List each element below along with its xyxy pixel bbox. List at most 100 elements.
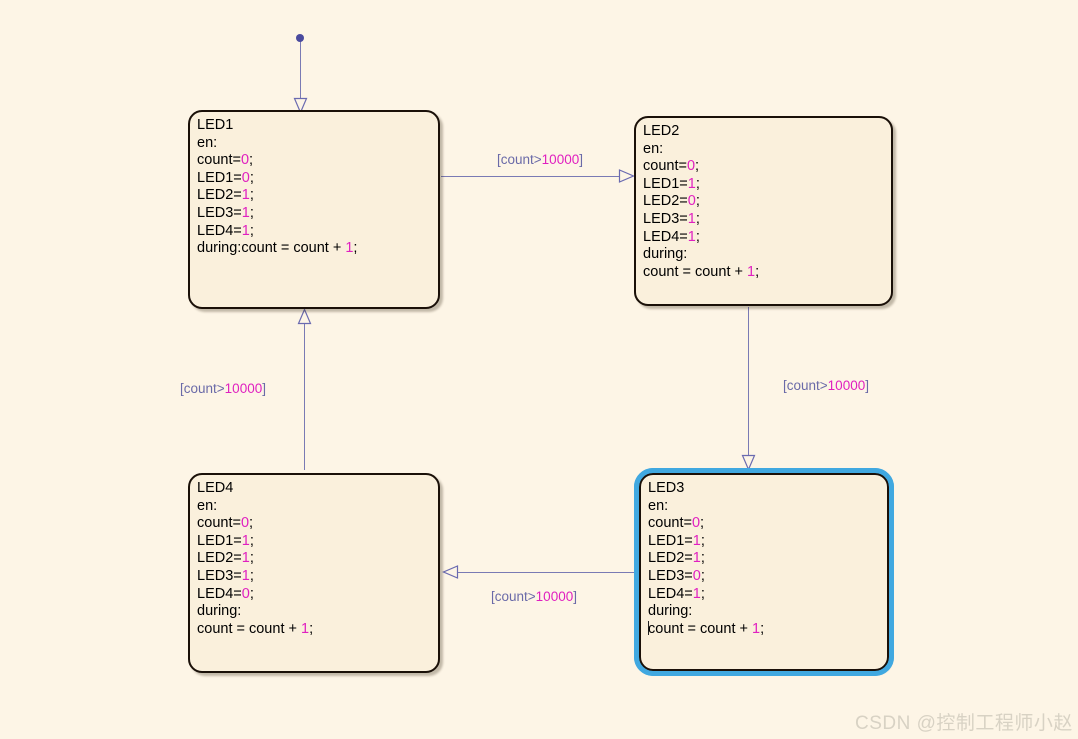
state-line-tail: ; (249, 187, 254, 204)
default-transition-junction[interactable] (296, 34, 304, 42)
state-line-text: LED1= (197, 169, 242, 186)
state-line: during:count = count + 1; (197, 240, 433, 258)
state-line: LED3=1; (197, 205, 433, 223)
state-line-tail: ; (695, 228, 700, 245)
state-line-text: en: (197, 134, 218, 151)
transition-led3-to-led4-line[interactable] (456, 572, 634, 573)
transition-led4-to-led1-arrowhead (297, 307, 312, 325)
state-line-text: en: (197, 497, 218, 514)
state-line-text: en: (643, 140, 664, 157)
state-line-text: LED1= (197, 532, 242, 549)
state-line-value: 1 (687, 228, 696, 245)
state-line: LED4=1; (197, 223, 433, 241)
state-line-value: 0 (241, 585, 250, 602)
state-line-value: 1 (241, 532, 250, 549)
transition-label-suffix: ] (865, 378, 869, 393)
state-line: en: (648, 498, 882, 516)
state-line-tail: ; (309, 620, 314, 637)
state-line-tail: ; (249, 567, 254, 584)
state-line: count=0; (643, 158, 886, 176)
state-line-tail: ; (249, 515, 254, 532)
state-line-tail: ; (249, 169, 254, 186)
state-line-tail: ; (249, 532, 254, 549)
state-line: during: (643, 246, 886, 264)
transition-label-value: 10000 (224, 381, 263, 396)
state-line: count = count + 1; (648, 620, 882, 639)
state-line-value: 1 (692, 532, 701, 549)
transition-label-suffix: ] (573, 589, 577, 604)
state-line-text: count= (197, 152, 241, 169)
state-line-text: count= (643, 158, 687, 175)
state-line-value: 1 (687, 210, 696, 227)
transition-led2-to-led3-arrowhead (741, 454, 756, 472)
state-line-value: 1 (687, 175, 696, 192)
state-line-text: LED2= (197, 187, 242, 204)
state-line-text: LED4= (648, 585, 693, 602)
state-line-tail: ; (249, 585, 254, 602)
default-transition-line[interactable] (300, 40, 301, 102)
state-line-value: 1 (747, 263, 756, 280)
state-line-text: during: (197, 603, 242, 620)
state-line-value: 0 (240, 152, 250, 169)
state-line-value: 1 (752, 620, 761, 637)
state-line: LED4 (197, 480, 433, 498)
state-line-value: 1 (692, 585, 701, 602)
transition-label-led2-to-led3[interactable]: [count>10000] (783, 378, 869, 393)
state-line-text: LED3= (648, 567, 693, 584)
state-line-tail: ; (249, 222, 254, 239)
state-line-tail: ; (249, 204, 254, 221)
state-line-value: 0 (687, 193, 696, 210)
transition-led2-to-led3-line[interactable] (748, 307, 749, 457)
state-line-text: LED3= (197, 204, 242, 221)
state-line-text: LED4 (197, 480, 234, 496)
state-line: LED2=0; (643, 193, 886, 211)
state-line-text: LED2= (197, 550, 242, 567)
state-line-tail: ; (353, 240, 358, 257)
state-line: LED2 (643, 123, 886, 141)
state-line-value: 1 (241, 567, 250, 584)
transition-label-prefix: [count> (491, 589, 536, 604)
state-line: LED2=1; (197, 187, 433, 205)
state-line-tail: ; (695, 158, 700, 175)
state-line-value: 0 (692, 567, 701, 584)
default-transition-arrowhead (293, 97, 308, 115)
state-line: LED3 (648, 480, 882, 498)
state-line: count = count + 1; (643, 264, 886, 282)
state-line-value: 1 (692, 550, 701, 567)
state-line-text: during: (643, 246, 688, 263)
state-line-tail: ; (700, 550, 705, 567)
state-line: LED2=1; (197, 550, 433, 568)
transition-label-led4-to-led1[interactable]: [count>10000] (180, 381, 266, 396)
transition-label-prefix: [count> (180, 381, 225, 396)
csdn-watermark: CSDN @控制工程师小赵 (855, 713, 1073, 734)
state-line-text: count = count + (643, 263, 747, 280)
transition-label-led1-to-led2[interactable]: [count>10000] (497, 152, 583, 167)
state-line: LED4=1; (648, 586, 882, 604)
state-line-tail: ; (695, 210, 700, 227)
state-line: LED3=1; (643, 211, 886, 229)
state-line-value: 0 (241, 169, 250, 186)
state-line-text: count = count + (648, 620, 752, 637)
transition-led1-to-led2-line[interactable] (441, 176, 621, 177)
state-line: count = count + 1; (197, 621, 433, 639)
state-line-text: LED1= (643, 175, 688, 192)
state-line: LED1=0; (197, 170, 433, 188)
state-line-value: 0 (240, 515, 250, 532)
state-line: LED3=0; (648, 568, 882, 586)
state-line-text: LED2 (643, 123, 680, 139)
state-line-text: LED3 (648, 480, 685, 496)
state-line: during: (197, 603, 433, 621)
state-line-value: 0 (691, 515, 701, 532)
transition-led4-to-led1-line[interactable] (304, 322, 305, 470)
state-line: en: (197, 135, 433, 153)
transition-led1-to-led2-arrowhead (618, 169, 636, 183)
transition-label-led3-to-led4[interactable]: [count>10000] (491, 589, 577, 604)
state-line: count=0; (197, 515, 433, 533)
state-line: LED4=1; (643, 229, 886, 247)
